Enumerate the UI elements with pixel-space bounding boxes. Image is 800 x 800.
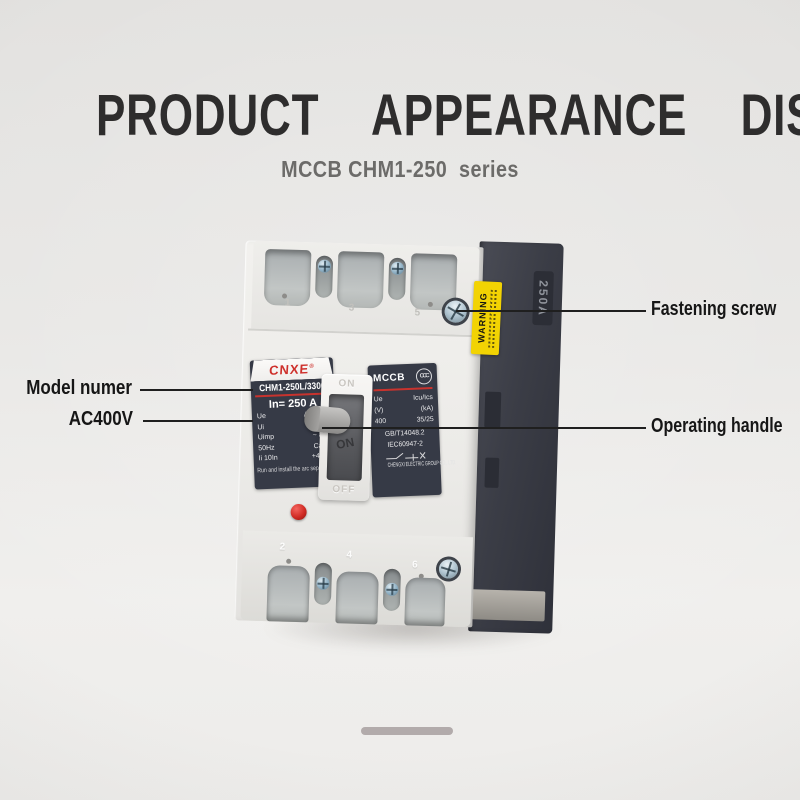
page-title: PRODUCT APPEARANCE DISPLAY bbox=[96, 83, 800, 148]
brand-text: CNXE bbox=[268, 361, 310, 378]
terminal-number: 3 bbox=[348, 302, 355, 314]
callout-line-operating-handle bbox=[322, 427, 646, 429]
operating-handle-lever bbox=[303, 404, 352, 436]
spec-key: 400 bbox=[374, 417, 387, 426]
terminal-number: 6 bbox=[411, 559, 418, 571]
terminal-screw bbox=[390, 261, 405, 276]
rating-badge: 250A bbox=[532, 270, 554, 326]
terminal-screw bbox=[317, 259, 332, 273]
spec-key: 50Hz bbox=[258, 444, 275, 452]
spec-key: Ue bbox=[256, 412, 267, 421]
terminal-number: 5 bbox=[414, 307, 421, 319]
terminal-screw-slot bbox=[387, 257, 407, 301]
pilot-hole bbox=[286, 558, 292, 564]
top-terminal-block: 1 3 5 bbox=[251, 240, 480, 336]
page-subtitle: MCCB CHM1-250 series bbox=[281, 156, 519, 182]
spec-key: Ui bbox=[257, 423, 265, 431]
callout-line-voltage bbox=[143, 420, 253, 422]
callout-line-fastening-screw bbox=[456, 310, 646, 312]
callout-operating-handle: Operating handle bbox=[651, 415, 783, 437]
terminal-screw-slot bbox=[382, 568, 401, 612]
spec-row: 400 35/25 bbox=[375, 414, 434, 427]
terminal-screw-slot bbox=[315, 255, 334, 298]
warning-text: WARNING bbox=[476, 292, 489, 344]
off-marking: OFF bbox=[332, 484, 356, 496]
brand-logo: CNXE® bbox=[268, 361, 314, 378]
circuit-breaker: 250A 1 3 5 WARNING bbox=[234, 232, 564, 635]
registered-mark: ® bbox=[308, 363, 315, 370]
lever-on-marking: ON bbox=[335, 434, 356, 452]
spec-value: Icu/Ics bbox=[413, 394, 433, 402]
handle-bezel: ON ON OFF bbox=[318, 373, 373, 502]
terminal-screw bbox=[385, 582, 399, 597]
side-vent bbox=[484, 457, 500, 488]
side-vent bbox=[484, 391, 502, 429]
terminal-recess bbox=[336, 251, 385, 309]
terminal-recess bbox=[335, 571, 379, 625]
on-marking: ON bbox=[338, 378, 356, 390]
terminal-recess bbox=[404, 577, 446, 627]
terminal-number: 4 bbox=[346, 549, 353, 561]
footer-divider bbox=[361, 727, 453, 735]
terminal-screw bbox=[316, 576, 330, 591]
spec-key: Ue bbox=[373, 396, 383, 404]
screw-slot bbox=[323, 260, 326, 272]
spec-key: Ii 10In bbox=[258, 454, 278, 463]
ccc-certification-icon: CCC bbox=[415, 368, 433, 385]
spec-key: Uimp bbox=[257, 433, 275, 442]
isolation-symbol-icon bbox=[376, 449, 435, 462]
screw-slot bbox=[391, 583, 394, 595]
side-foot bbox=[470, 589, 546, 622]
nameplate-note: Run and install the arc separate bbox=[257, 463, 331, 474]
terminal-screw-slot bbox=[313, 562, 333, 606]
red-rule bbox=[373, 387, 433, 392]
warning-fineprint bbox=[492, 289, 497, 348]
terminal-number: 1 bbox=[284, 297, 291, 309]
warning-sticker: WARNING bbox=[470, 280, 503, 356]
callout-voltage: AC400V bbox=[68, 408, 133, 430]
callout-line-model-number bbox=[140, 389, 253, 391]
spec-key: (V) bbox=[374, 407, 384, 415]
bottom-terminal-block: 2 4 6 bbox=[240, 530, 473, 628]
callout-fastening-screw: Fastening screw bbox=[651, 298, 777, 320]
spec-value: 35/25 bbox=[416, 415, 434, 424]
screw-slot bbox=[396, 262, 399, 274]
spec-value: (kA) bbox=[420, 405, 434, 413]
spec-header: MCCB CCC bbox=[373, 368, 433, 386]
callout-model-number: Model numer bbox=[26, 377, 132, 399]
screw-slot bbox=[322, 577, 325, 589]
standard-text: IEC60947-2 bbox=[387, 439, 424, 449]
manufacturer-text: CHENGXI ELECTRIC GROUP CO., LTD. bbox=[387, 460, 457, 469]
terminal-recess bbox=[266, 565, 311, 623]
terminal-number: 2 bbox=[279, 541, 286, 553]
mccb-title: MCCB bbox=[372, 371, 406, 384]
